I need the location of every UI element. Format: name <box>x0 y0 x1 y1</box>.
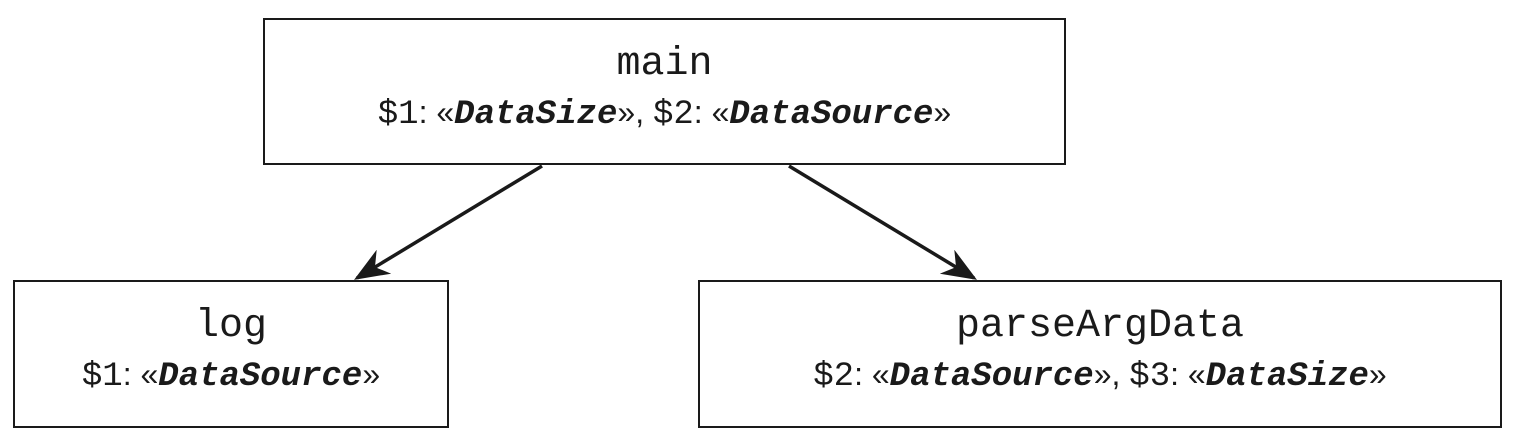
param-var: $2 <box>813 358 855 396</box>
node-main-params: $1: «DataSize», $2: «DataSource» <box>377 94 952 134</box>
param-type: DataSource <box>729 96 934 134</box>
param-type: DataSource <box>889 358 1094 396</box>
node-log-title: log <box>194 304 267 349</box>
edge-main-to-parsearg <box>788 164 977 280</box>
edge-main-to-log <box>354 164 543 280</box>
node-log-params: $1: «DataSource» <box>81 356 381 396</box>
node-parsearg: parseArgData $2: «DataSource», $3: «Data… <box>698 280 1502 428</box>
param-var: $2 <box>652 96 694 134</box>
node-main-title: main <box>616 42 713 87</box>
node-parsearg-params: $2: «DataSource», $3: «DataSize» <box>813 356 1387 396</box>
param-type: DataSource <box>158 358 363 396</box>
node-log: log $1: «DataSource» <box>13 280 449 428</box>
param-var: $3 <box>1129 358 1171 396</box>
param-var: $1 <box>81 358 123 396</box>
param-var: $1 <box>377 96 419 134</box>
node-main: main $1: «DataSize», $2: «DataSource» <box>263 18 1066 165</box>
node-parsearg-title: parseArgData <box>955 304 1245 349</box>
param-type: DataSize <box>454 96 618 134</box>
param-type: DataSize <box>1205 358 1369 396</box>
